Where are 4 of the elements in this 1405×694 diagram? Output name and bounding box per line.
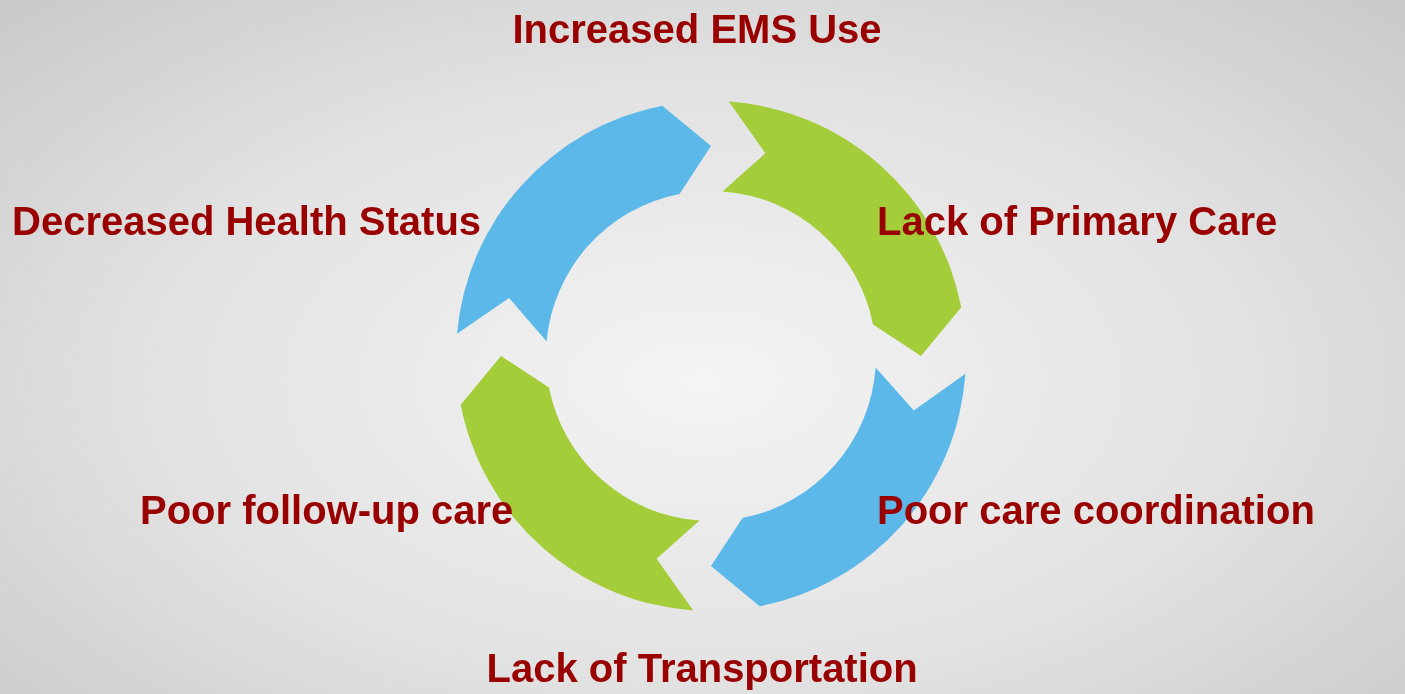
cycle-label: Lack of Transportation: [486, 645, 918, 691]
cycle-label: Increased EMS Use: [512, 6, 882, 52]
cycle-label: Decreased Health Status: [12, 198, 482, 244]
cycle-label: Poor follow-up care: [140, 487, 514, 533]
